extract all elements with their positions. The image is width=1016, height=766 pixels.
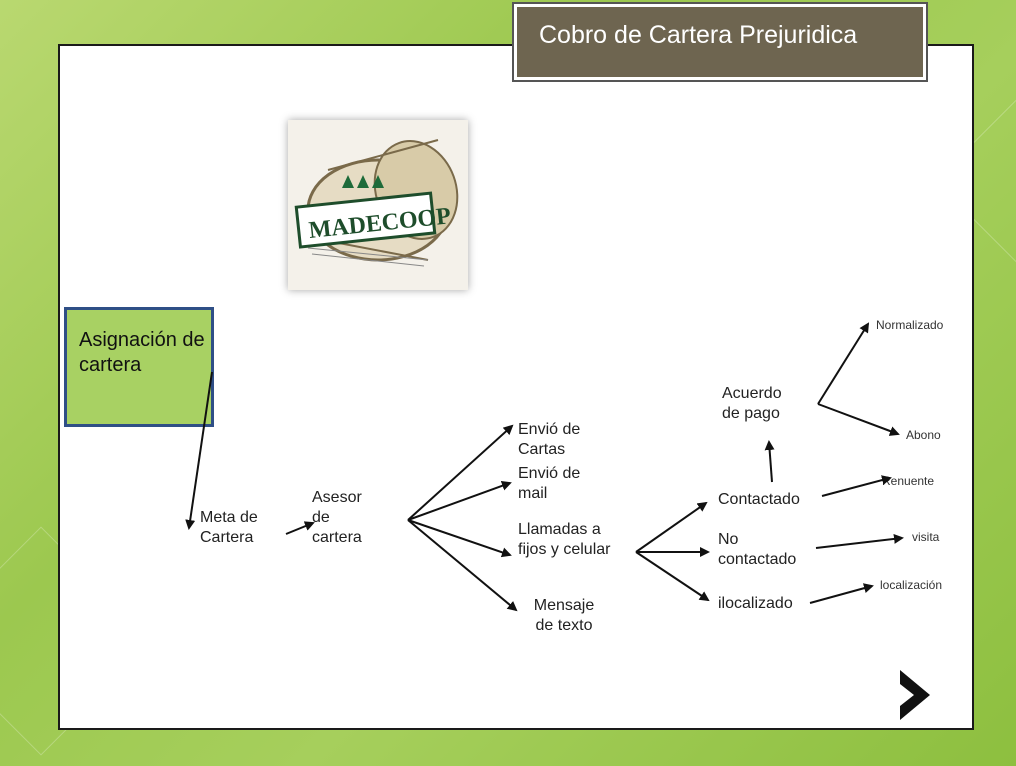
arrow-meta-asesor [285,521,315,535]
arrow-asesor-mail [407,481,512,521]
asesor-label: Asesor de cartera [312,489,362,546]
cartas-label: Envió de Cartas [518,421,581,458]
localizacion-label: localización [880,578,943,592]
arrow-contactado-acuerdo [764,440,775,483]
arrow-asesor-cartas [407,424,514,521]
visita-label: visita [912,530,940,544]
renuente-label: Renuente [882,474,935,488]
chevron-right-icon[interactable] [896,668,936,722]
no-contactado-label: No contactado [718,531,797,568]
ilocalizado-label: ilocalizado [718,595,793,612]
acuerdo-label: Acuerdo de pago [722,385,782,422]
mail-label: Envió de mail [518,465,581,502]
arrow-asesor-llamadas [407,519,512,558]
arrow-acuerdo-abono [817,403,900,436]
arrow-asesor-mensaje [407,519,518,612]
arrow-no-contactado-visita [815,533,904,549]
normalizado-label: Normalizado [876,318,944,332]
llamadas-label: Llamadas a fijos y celular [518,521,611,558]
slide-title: Cobro de Cartera Prejuridica [514,4,926,80]
arrow-contactado-renuente [821,475,892,497]
mensaje-label: Mensaje de texto [533,597,595,634]
arrow-llamadas-ilocalizado [635,551,710,602]
arrow-asignacion-meta [185,371,213,530]
asignacion-box: Asignación de cartera [64,307,214,427]
arrow-acuerdo-normalizado [817,322,870,405]
abono-label: Abono [906,428,941,442]
contactado-label: Contactado [718,491,800,508]
meta-label: Meta de Cartera [200,509,258,546]
madecoop-logo: MADECOOP [288,120,468,290]
arrow-ilocalizado-localizacion [809,583,874,604]
arrow-llamadas-contactado [635,501,708,553]
